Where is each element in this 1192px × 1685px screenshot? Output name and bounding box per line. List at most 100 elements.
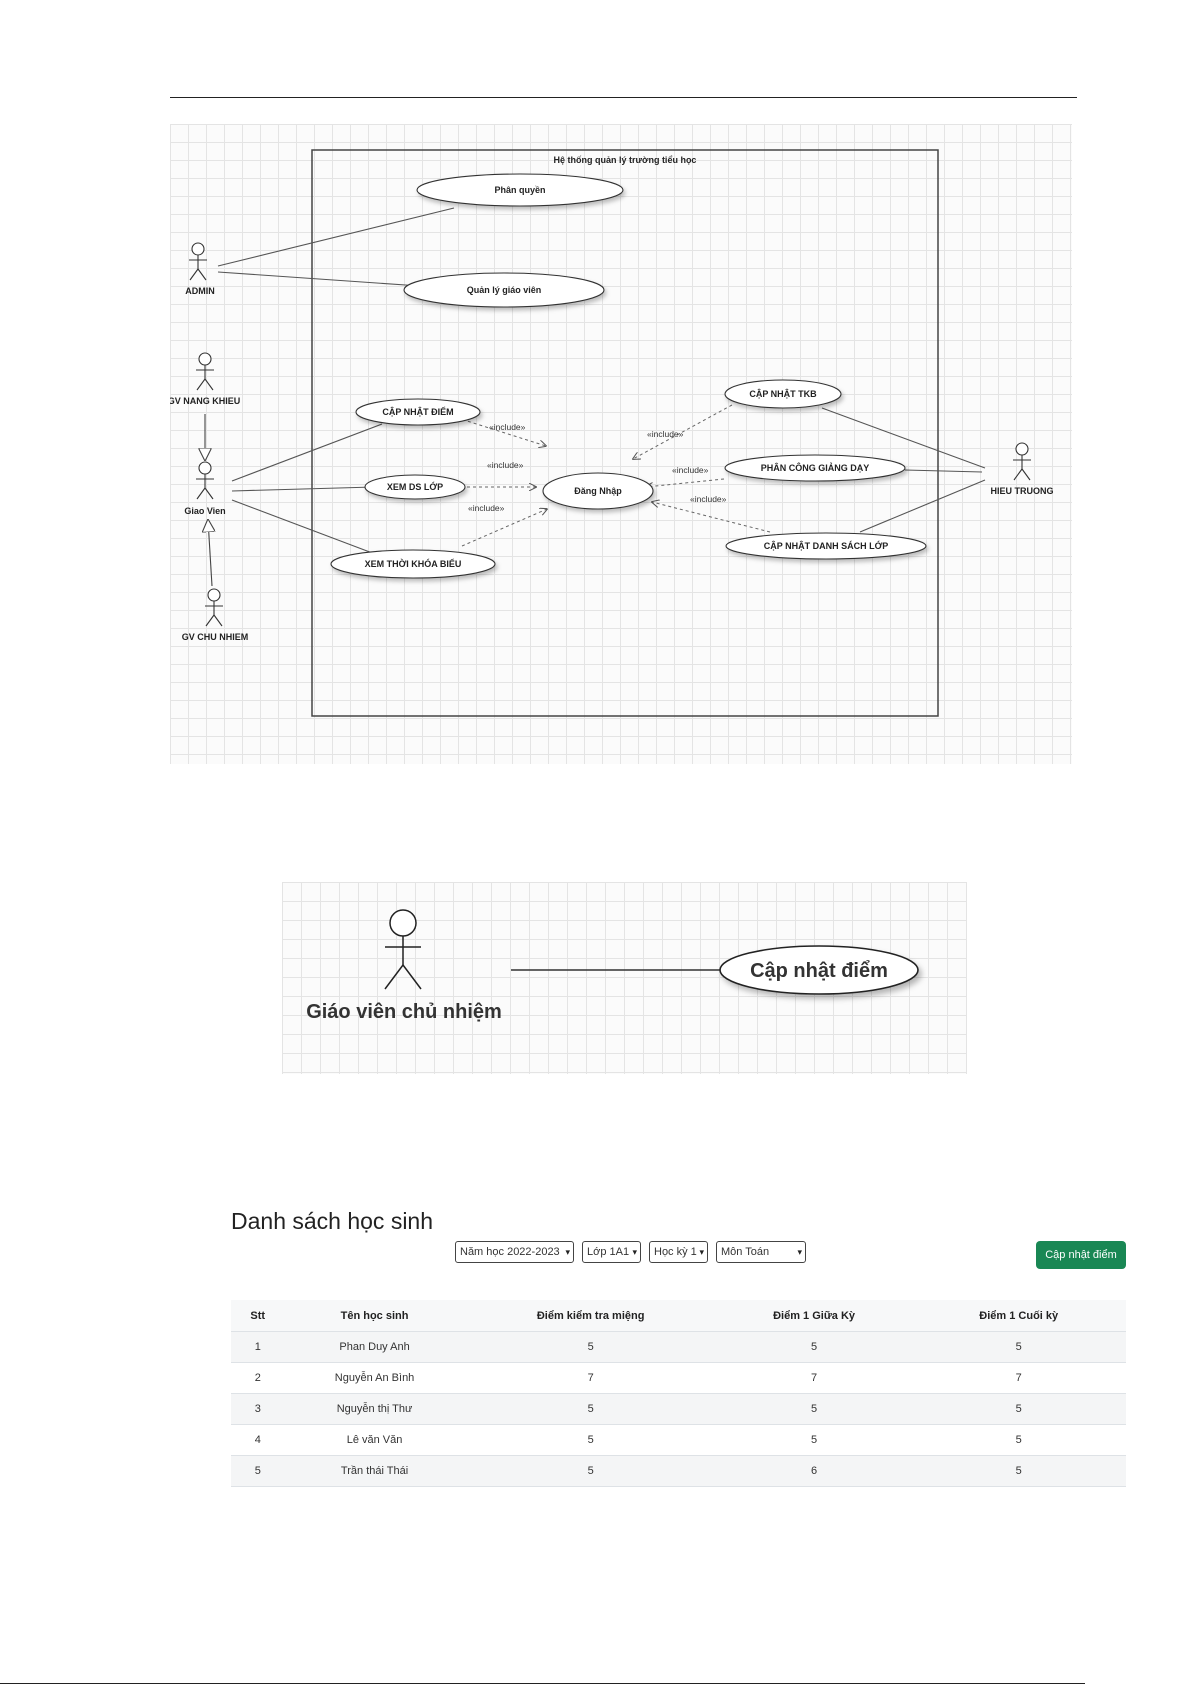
cell-name: Lê văn Văn	[284, 1424, 465, 1456]
cell-stt: 5	[231, 1455, 285, 1487]
cell-name: Nguyễn An Bình	[284, 1362, 465, 1394]
column-header[interactable]: Stt	[231, 1300, 285, 1332]
chevron-down-icon: ▾	[565, 1247, 570, 1257]
cell-stt: 4	[231, 1424, 285, 1456]
cell-final-score: 5	[911, 1455, 1126, 1487]
table-row: 1 Phan Duy Anh 5 5 5	[231, 1331, 1126, 1363]
actor-hieu-truong-icon	[1013, 442, 1031, 481]
usecase-label: CẬP NHẬT TKB	[749, 388, 817, 399]
include-label: «include»	[672, 465, 709, 475]
table-row: 5 Trần thái Thái 5 6 5	[231, 1455, 1126, 1487]
usecase-cap-nhat-tkb	[724, 379, 842, 409]
usecase-label: XEM THỜI KHÓA BIỂU	[365, 558, 462, 569]
use-case-diagram: Hệ thống quản lý trường tiểu học «inc	[170, 124, 1072, 764]
cell-oral-score: 5	[464, 1393, 717, 1425]
system-title: Hệ thống quản lý trường tiểu học	[554, 155, 697, 165]
actor-label-gv-chu-nhiem: GV CHU NHIEM	[182, 632, 249, 642]
usecase-label: CẬP NHẬT ĐIỂM	[382, 406, 453, 417]
gen-chunhiem-gv	[208, 520, 212, 587]
assoc-gv-capnhat	[231, 423, 383, 482]
usecase-phan-quyen	[416, 173, 624, 207]
assoc-admin-phanquyen	[217, 207, 455, 267]
cell-stt: 2	[231, 1362, 285, 1394]
usecase-xem-tkb	[330, 549, 496, 579]
cell-final-score: 5	[911, 1424, 1126, 1456]
student-grades-table: Stt Tên học sinh Điểm kiểm tra miệng Điể…	[231, 1300, 1126, 1487]
usecase-phan-cong	[724, 454, 906, 482]
usecase-quan-ly-giao-vien	[403, 272, 605, 308]
use-case-diagram-svg: Hệ thống quản lý trường tiểu học «inc	[170, 149, 1054, 717]
assoc-dslop-ht	[859, 479, 986, 533]
usecase-label: PHÂN CÔNG GIẢNG DẠY	[761, 462, 870, 473]
include-label: «include»	[489, 422, 526, 432]
actor-label-giao-vien-chu-nhiem: Giáo viên chủ nhiệm	[306, 1001, 502, 1023]
usecase-cap-nhat-diem	[355, 398, 481, 426]
usecase-label: Phân quyền	[494, 185, 545, 195]
table-row: 4 Lê văn Văn 5 5 5	[231, 1424, 1126, 1456]
year-select[interactable]: Năm học 2022-2023 ▾	[455, 1241, 574, 1263]
cell-name: Phan Duy Anh	[284, 1331, 465, 1363]
bottom-rule	[0, 1683, 1085, 1684]
system-boundary	[311, 149, 939, 717]
cell-midterm-score: 5	[716, 1424, 912, 1456]
actor-label-admin: ADMIN	[185, 286, 215, 296]
actor-gv-nang-khieu-icon	[196, 352, 214, 391]
cell-oral-score: 5	[464, 1424, 717, 1456]
include-label: «include»	[690, 494, 727, 504]
actor-label-gv-nang-khieu: GV NANG KHIEU	[170, 396, 240, 406]
page-title: Danh sách học sinh	[231, 1208, 434, 1234]
class-select-value: Lớp 1A1	[587, 1246, 630, 1258]
use-case-detail-diagram: Giáo viên chủ nhiệm Cập nhật điểm	[282, 882, 967, 1074]
cell-oral-score: 5	[464, 1331, 717, 1363]
term-select-value: Học kỳ 1	[654, 1246, 697, 1258]
inc-dslop-dangnhap	[652, 502, 771, 533]
cell-final-score: 7	[911, 1362, 1126, 1394]
update-grades-button[interactable]: Cập nhật điểm	[1036, 1241, 1126, 1269]
column-header[interactable]: Điểm 1 Giữa Kỳ	[716, 1300, 912, 1332]
table-header-row: Stt Tên học sinh Điểm kiểm tra miệng Điể…	[231, 1300, 1126, 1332]
class-select[interactable]: Lớp 1A1 ▾	[582, 1241, 641, 1263]
assoc-phancong-ht	[904, 469, 983, 473]
subject-select-value: Môn Toán	[721, 1246, 770, 1258]
cell-midterm-score: 5	[716, 1331, 912, 1363]
cell-midterm-score: 5	[716, 1393, 912, 1425]
usecase-label: XEM DS LỚP	[387, 481, 443, 492]
cell-final-score: 5	[911, 1393, 1126, 1425]
cell-midterm-score: 7	[716, 1362, 912, 1394]
usecase-label: Đăng Nhập	[574, 486, 622, 496]
chevron-down-icon: ▾	[797, 1247, 802, 1257]
usecase-label: Quản lý giáo viên	[467, 285, 542, 295]
cell-final-score: 5	[911, 1331, 1126, 1363]
assoc-gv-xemds	[231, 486, 375, 492]
cell-stt: 3	[231, 1393, 285, 1425]
usecase-cap-nhat-diem-large	[719, 945, 919, 995]
use-case-detail-svg: Giáo viên chủ nhiệm Cập nhật điểm	[306, 909, 919, 1023]
actor-gv-chu-nhiem-icon	[205, 588, 223, 627]
table-row: 2 Nguyễn An Bình 7 7 7	[231, 1362, 1126, 1394]
cell-name: Trần thái Thái	[284, 1455, 465, 1487]
chevron-down-icon: ▾	[632, 1247, 637, 1257]
inc-phancong-dangnhap	[646, 478, 725, 487]
assoc-tkb-ht	[821, 407, 986, 469]
include-label: «include»	[468, 503, 505, 513]
usecase-xem-ds-lop	[364, 474, 466, 500]
subject-select[interactable]: Môn Toán ▾	[716, 1241, 806, 1263]
assoc-gv-xemtkb	[231, 499, 376, 555]
top-rule	[170, 97, 1077, 98]
year-select-value: Năm học 2022-2023	[460, 1246, 560, 1258]
chevron-down-icon: ▾	[699, 1247, 704, 1257]
inc-xemtkb-dangnhap	[461, 509, 547, 547]
inc-tkb-dangnhap	[633, 404, 733, 459]
column-header[interactable]: Điểm 1 Cuối kỳ	[911, 1300, 1126, 1332]
column-header[interactable]: Tên học sinh	[284, 1300, 465, 1332]
term-select[interactable]: Học kỳ 1 ▾	[649, 1241, 708, 1263]
usecase-cap-nhat-ds-lop	[725, 532, 927, 560]
actor-giao-vien-chu-nhiem-icon	[384, 909, 422, 990]
column-header[interactable]: Điểm kiểm tra miệng	[464, 1300, 717, 1332]
cell-oral-score: 5	[464, 1455, 717, 1487]
include-label: «include»	[647, 429, 684, 439]
cell-stt: 1	[231, 1331, 285, 1363]
actor-label-hieu-truong: HIEU TRUONG	[991, 486, 1054, 496]
cell-midterm-score: 6	[716, 1455, 912, 1487]
include-label: «include»	[487, 460, 524, 470]
